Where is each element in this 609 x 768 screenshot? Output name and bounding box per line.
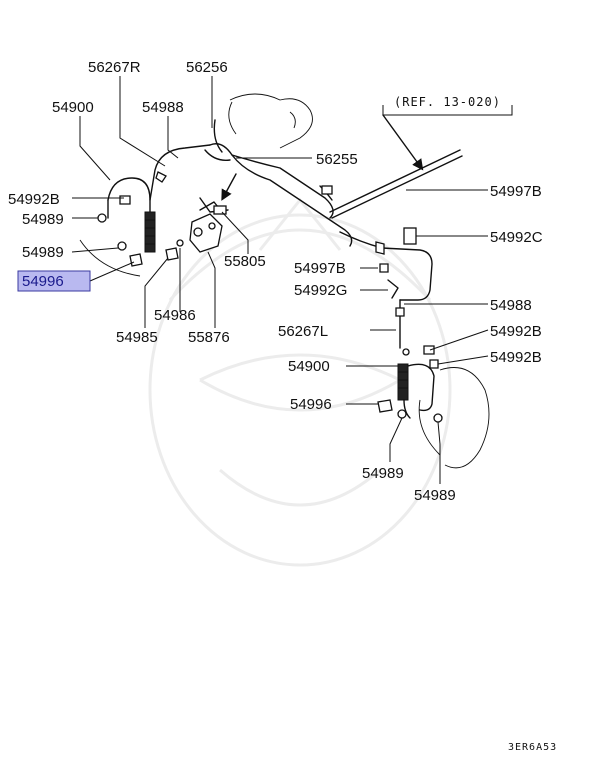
label-55876[interactable]: 55876 — [188, 329, 230, 346]
label-54900-rear[interactable]: 54900 — [288, 358, 330, 375]
watermark-emblem — [148, 197, 452, 567]
leader-lines — [71, 76, 489, 484]
label-54900-front[interactable]: 54900 — [52, 99, 94, 116]
label-54992B-front[interactable]: 54992B — [8, 191, 60, 208]
label-56267L[interactable]: 56267L — [278, 323, 328, 340]
label-54992B-rear-b[interactable]: 54992B — [490, 349, 542, 366]
diagram-code: 3ER6A53 — [508, 742, 557, 753]
label-54989-d[interactable]: 54989 — [414, 487, 456, 504]
brake-disc — [418, 367, 490, 469]
label-54989-a[interactable]: 54989 — [22, 211, 64, 228]
front-left-brake-hose — [107, 177, 156, 253]
label-54989-b[interactable]: 54989 — [22, 244, 64, 261]
label-54996-rear[interactable]: 54996 — [290, 396, 332, 413]
label-54992C[interactable]: 54992C — [490, 229, 543, 246]
left-small-parts — [79, 171, 184, 277]
label-56256[interactable]: 56256 — [186, 59, 228, 76]
label-54997B-b[interactable]: 54997B — [294, 260, 346, 277]
label-56255[interactable]: 56255 — [316, 151, 358, 168]
ref-leader — [382, 105, 513, 171]
highlight-box-54996 — [17, 270, 91, 292]
bracket-55805 — [199, 173, 237, 215]
label-54996-front[interactable]: 54996 — [22, 273, 64, 290]
label-54997B-a[interactable]: 54997B — [490, 183, 542, 200]
label-56267R[interactable]: 56267R — [88, 59, 141, 76]
label-54986[interactable]: 54986 — [154, 307, 196, 324]
label-54989-c[interactable]: 54989 — [362, 465, 404, 482]
transmission-outline — [228, 93, 313, 149]
main-brake-pipe — [319, 149, 463, 219]
label-54985[interactable]: 54985 — [116, 329, 158, 346]
label-54992G[interactable]: 54992G — [294, 282, 347, 299]
label-ref-13-020[interactable]: (REF. 13-020) — [394, 95, 501, 109]
label-54988-rear[interactable]: 54988 — [490, 297, 532, 314]
label-54988-front[interactable]: 54988 — [142, 99, 184, 116]
right-brake-hose — [377, 345, 443, 423]
part-labels: 56267R 56256 54900 54988 56255 54992B 54… — [8, 59, 543, 504]
label-55805[interactable]: 55805 — [224, 253, 266, 270]
label-54992B-rear-a[interactable]: 54992B — [490, 323, 542, 340]
